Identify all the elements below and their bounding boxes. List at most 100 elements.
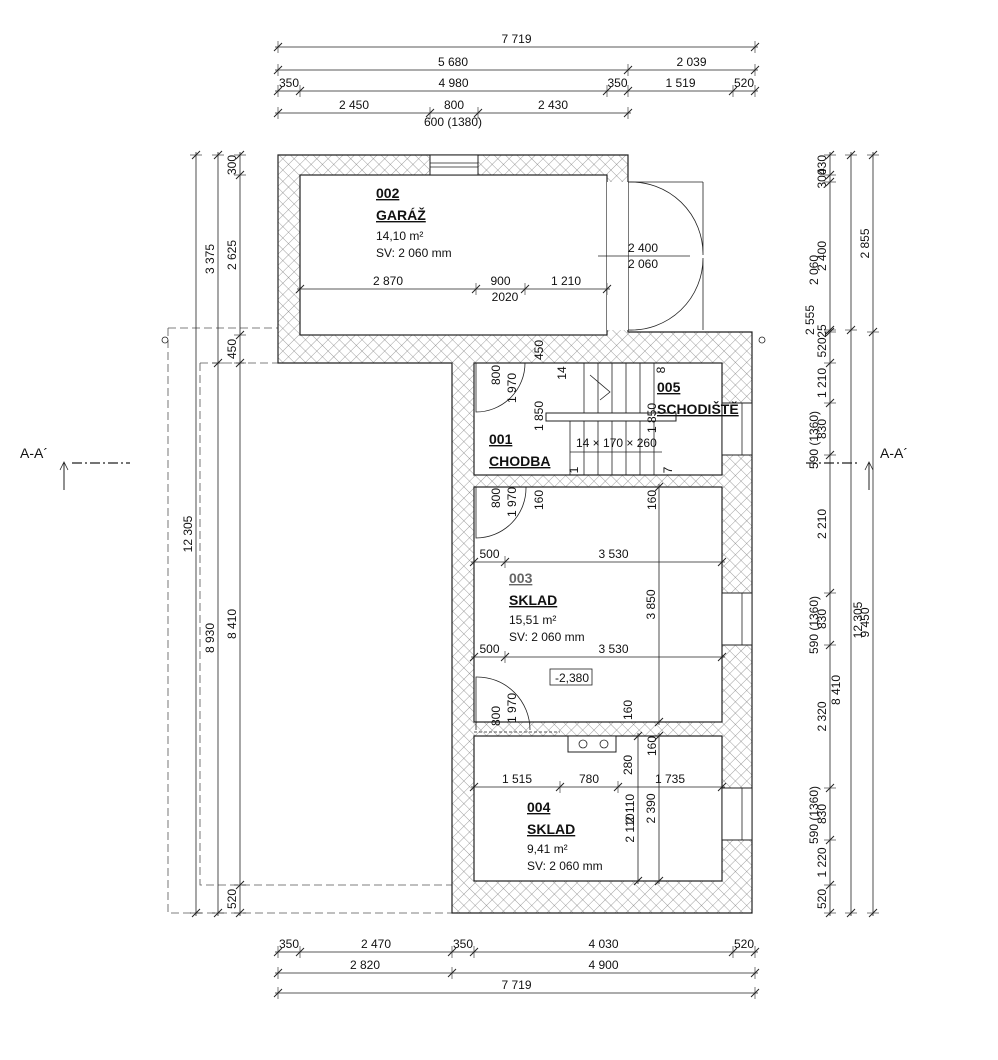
- technical-box: [567, 735, 617, 753]
- dim-004-v: 2 390: [644, 793, 658, 823]
- dim-stair: 14: [555, 366, 569, 380]
- dim-004-row: 1 515: [502, 772, 532, 786]
- dim-door-2: 800: [489, 488, 503, 508]
- dim-004-v: 2 110: [623, 813, 637, 842]
- room-label-002: 002 GARÁŽ 14,10 m² SV: 2 060 mm: [376, 185, 452, 260]
- svg-text:002: 002: [376, 185, 400, 201]
- dim-004-v: 2 110: [623, 794, 637, 823]
- dim-003-a: 500: [479, 547, 499, 561]
- dim-right-inner: 25: [815, 324, 829, 338]
- dim-door-1: 1 970: [505, 373, 519, 403]
- section-marker-left: A-A´: [20, 445, 130, 490]
- dim-right-win: 2 060: [807, 255, 821, 285]
- dim-door-3: 800: [489, 706, 503, 726]
- dim-004-v: 280: [621, 755, 635, 775]
- dim-bottom-row1: 350: [279, 937, 299, 951]
- svg-text:SCHODIŠTĚ: SCHODIŠTĚ: [657, 400, 739, 417]
- svg-text:SV: 2 060 mm: SV: 2 060 mm: [509, 630, 585, 644]
- svg-text:CHODBA: CHODBA: [489, 453, 550, 469]
- svg-text:GARÁŽ: GARÁŽ: [376, 206, 426, 223]
- stair-partition: [545, 412, 677, 422]
- dim-right-inner: 2 320: [815, 701, 829, 731]
- dim-garage-row2: 2020: [492, 290, 519, 304]
- dim-door-3: 1 970: [505, 693, 519, 723]
- dim-004-row: 780: [579, 772, 599, 786]
- dim-left-mid: 8 930: [203, 623, 217, 653]
- dim-top-row4: 2 450: [339, 98, 369, 112]
- dim-stair: 1 850: [645, 403, 659, 433]
- svg-text:SV: 2 060 mm: SV: 2 060 mm: [527, 859, 603, 873]
- garage-window: [429, 154, 479, 176]
- svg-text:15,51 m²: 15,51 m²: [509, 613, 556, 627]
- dim-right-inner: 300: [815, 168, 829, 188]
- door-003-004: [475, 676, 531, 731]
- dim-door-1: 800: [489, 365, 503, 385]
- dim-004-row: 1 735: [655, 772, 685, 786]
- garage-door-swing-top: [627, 181, 704, 256]
- window-east-1: [721, 402, 753, 456]
- survey-marker: [161, 336, 169, 344]
- dim-003-b: 500: [479, 642, 499, 656]
- dim-003-a: 3 530: [598, 547, 628, 561]
- dim-garage-door: 2 060: [628, 257, 658, 271]
- dim-right-inner: 830: [815, 419, 829, 439]
- dim-left-inner: 520: [225, 889, 239, 909]
- dim-stair: 8: [654, 366, 668, 373]
- dim-right-inner: 520: [815, 337, 829, 357]
- dim-top-row4b: 600 (1380): [424, 115, 482, 129]
- door-corridor-003: [475, 486, 527, 539]
- room-label-005: 005 SCHODIŠTĚ: [657, 379, 739, 417]
- stair-spec: 14 × 170 × 260: [576, 436, 657, 450]
- dim-top-row4: 2 430: [538, 98, 568, 112]
- dim-top-row2: 5 680: [438, 55, 468, 69]
- dim-stair: 1 850: [532, 401, 546, 431]
- dim-top-row4: 800: [444, 98, 464, 112]
- dim-left-mid: 3 375: [203, 244, 217, 274]
- dim-bottom-total: 7 719: [501, 978, 531, 992]
- dim-right-outer: 9 450: [858, 607, 872, 637]
- room-label-001: 001 CHODBA: [489, 431, 550, 469]
- room-storage-004: [473, 735, 723, 882]
- dim-right-inner: 430: [815, 155, 829, 175]
- dim-left-outer: 12 305: [181, 515, 195, 552]
- door-garage-corridor: [475, 362, 526, 413]
- room-storage-003: [473, 486, 723, 723]
- dim-right-outer: 12 305: [851, 601, 865, 638]
- dim-bottom-row2: 2 820: [350, 958, 380, 972]
- dim-left-inner: 8 410: [225, 609, 239, 639]
- dim-top-row3: 4 980: [438, 76, 468, 90]
- room-garage: [299, 174, 608, 336]
- window-east-2: [721, 592, 753, 646]
- dim-right-outer: 2 855: [858, 228, 872, 258]
- svg-text:A-A´: A-A´: [20, 445, 48, 461]
- dim-003-v: 160: [645, 736, 659, 756]
- dim-right-mid: 2 555: [803, 305, 817, 335]
- dim-bottom-row2: 4 900: [588, 958, 618, 972]
- dim-003-v: 160: [532, 490, 546, 510]
- dim-bottom-row1: 2 470: [361, 937, 391, 951]
- svg-text:SV: 2 060 mm: SV: 2 060 mm: [376, 246, 452, 260]
- survey-marker: [758, 336, 766, 344]
- dim-003-v: 160: [645, 490, 659, 510]
- dim-stair: 7: [661, 466, 675, 473]
- dim-garage-row: 900: [490, 274, 510, 288]
- room-label-003: 003 SKLAD 15,51 m² SV: 2 060 mm: [509, 570, 585, 644]
- dim-003-v: 3 850: [644, 589, 658, 619]
- dim-garage-row: 2 870: [373, 274, 403, 288]
- dim-left-inner: 450: [225, 339, 239, 359]
- dim-003-b: 3 530: [598, 642, 628, 656]
- dim-right-inner: 1 210: [815, 368, 829, 398]
- svg-text:003: 003: [509, 570, 533, 586]
- svg-text:A-A´: A-A´: [880, 445, 908, 461]
- dim-right-inner: 520: [815, 889, 829, 909]
- dim-stair: 1: [567, 466, 581, 473]
- svg-text:9,41 m²: 9,41 m²: [527, 842, 568, 856]
- dim-right-inner: 830: [815, 804, 829, 824]
- dim-garage-door: 2 400: [628, 241, 658, 255]
- dim-right-inner: 1 220: [815, 847, 829, 877]
- dim-left-inner: 2 625: [225, 240, 239, 270]
- svg-text:001: 001: [489, 431, 513, 447]
- terrain-outline: [167, 327, 452, 914]
